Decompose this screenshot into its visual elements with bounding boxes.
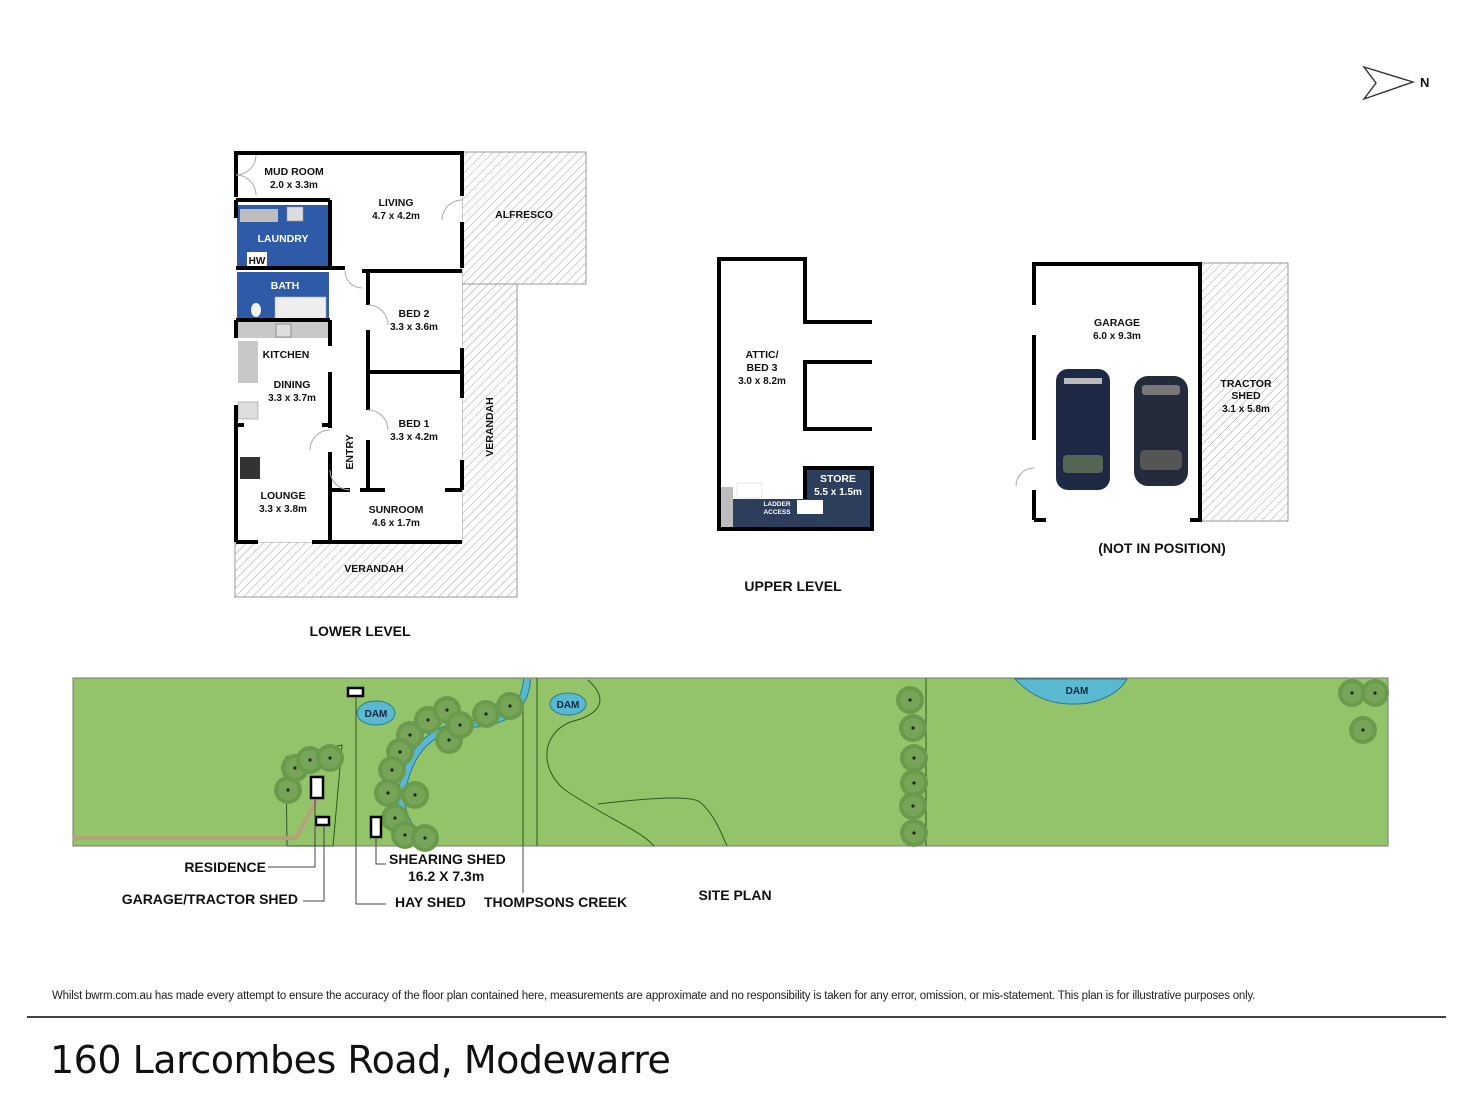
room-size: 6.0 x 9.3m bbox=[1093, 331, 1141, 342]
room-size: 3.3 x 3.7m bbox=[268, 393, 316, 404]
hot-water-unit bbox=[247, 252, 267, 267]
room-size: 4.6 x 1.7m bbox=[372, 518, 420, 529]
upper-level-plan: ATTIC/ BED 3 3.0 x 8.2m STORE 5.5 x 1.5m… bbox=[717, 257, 874, 594]
room-label: HW bbox=[249, 256, 266, 267]
room-label: ENTRY bbox=[344, 434, 356, 469]
bathtub bbox=[274, 296, 327, 320]
room-size: 5.5 x 1.5m bbox=[814, 487, 862, 498]
driveway bbox=[73, 796, 320, 840]
room-label: STORE bbox=[820, 473, 856, 485]
compass-label: N bbox=[1420, 75, 1429, 90]
lower-level-title: LOWER LEVEL bbox=[309, 623, 411, 639]
room-label: DINING bbox=[274, 379, 311, 391]
room-label: ACCESS bbox=[763, 509, 791, 516]
room-label: KITCHEN bbox=[263, 349, 310, 361]
lower-level-plan: MUD ROOM 2.0 x 3.3m LIVING 4.7 x 4.2m AL… bbox=[234, 151, 587, 639]
north-arrow-icon: N bbox=[1362, 65, 1429, 101]
room-size: 3.3 x 3.8m bbox=[259, 504, 307, 515]
room-label: BED 3 bbox=[747, 362, 778, 374]
dam-label: DAM bbox=[365, 709, 388, 720]
garage-tractor-shed-building bbox=[314, 815, 331, 827]
residence-building bbox=[309, 775, 325, 800]
property-address: 160 Larcombes Road, Modewarre bbox=[50, 1038, 671, 1082]
floor-plan-drawing: N bbox=[72, 65, 1429, 910]
garage-note: (NOT IN POSITION) bbox=[1098, 540, 1226, 556]
room-label: BATH bbox=[271, 280, 299, 292]
room-size: 3.0 x 8.2m bbox=[738, 376, 786, 387]
alfresco-area bbox=[461, 151, 587, 285]
hay-shed-label: HAY SHED bbox=[395, 894, 466, 910]
upper-level-title: UPPER LEVEL bbox=[744, 578, 842, 594]
dam-label: DAM bbox=[1066, 686, 1089, 697]
site-plan-title: SITE PLAN bbox=[698, 887, 771, 903]
room-label: BED 1 bbox=[399, 418, 430, 430]
room-label: TRACTOR bbox=[1220, 378, 1272, 390]
room-label: LOUNGE bbox=[261, 490, 306, 502]
dam-label: DAM bbox=[557, 700, 580, 711]
dam bbox=[356, 700, 396, 726]
divider bbox=[27, 1016, 1446, 1018]
dam bbox=[1013, 678, 1128, 705]
room-label: MUD ROOM bbox=[264, 166, 324, 178]
room-label: ATTIC/ bbox=[745, 349, 778, 361]
site-land bbox=[72, 677, 1389, 847]
room-label: LAUNDRY bbox=[258, 233, 309, 245]
creek-label: THOMPSONS CREEK bbox=[484, 894, 627, 910]
dam bbox=[549, 692, 587, 716]
room-label: LADDER bbox=[763, 501, 790, 508]
room-label: LIVING bbox=[378, 197, 413, 209]
wood-heater bbox=[240, 457, 260, 479]
room-label: ALFRESCO bbox=[495, 209, 553, 221]
store-room bbox=[733, 468, 872, 529]
shearing-shed-size: 16.2 X 7.3m bbox=[408, 868, 484, 884]
room-size: 4.7 x 4.2m bbox=[372, 211, 420, 222]
room-label: BED 2 bbox=[399, 308, 430, 320]
room-label: GARAGE bbox=[1094, 317, 1140, 329]
site-plan: DAM DAM DAM RESIDENCE bbox=[72, 677, 1389, 910]
shearing-shed-building bbox=[369, 815, 383, 839]
room-label: VERANDAH bbox=[344, 563, 404, 575]
car-icon bbox=[1134, 376, 1188, 486]
room-label: SUNROOM bbox=[369, 504, 424, 516]
garage-plan: GARAGE 6.0 x 9.3m TRACTOR SHED 3.1 x 5.8… bbox=[1015, 262, 1289, 556]
room-size: 3.3 x 3.6m bbox=[390, 322, 438, 333]
room-label: SHED bbox=[1231, 390, 1261, 402]
car-icon bbox=[1056, 369, 1110, 490]
shearing-shed-label: SHEARING SHED bbox=[389, 851, 506, 867]
room-size: 2.0 x 3.3m bbox=[270, 180, 318, 191]
room-size: 3.3 x 4.2m bbox=[390, 432, 438, 443]
ladder-hatch bbox=[797, 500, 823, 514]
cooktop bbox=[275, 323, 292, 338]
disclaimer-text: Whilst bwrm.com.au has made every attemp… bbox=[52, 990, 1256, 1002]
garage-tractor-shed-label: GARAGE/TRACTOR SHED bbox=[122, 891, 298, 907]
room-size: 3.1 x 5.8m bbox=[1222, 404, 1270, 415]
room-label: VERANDAH bbox=[484, 397, 496, 457]
tractor-shed-area bbox=[1200, 262, 1289, 522]
residence-label: RESIDENCE bbox=[184, 859, 266, 875]
hay-shed-building bbox=[346, 686, 365, 698]
